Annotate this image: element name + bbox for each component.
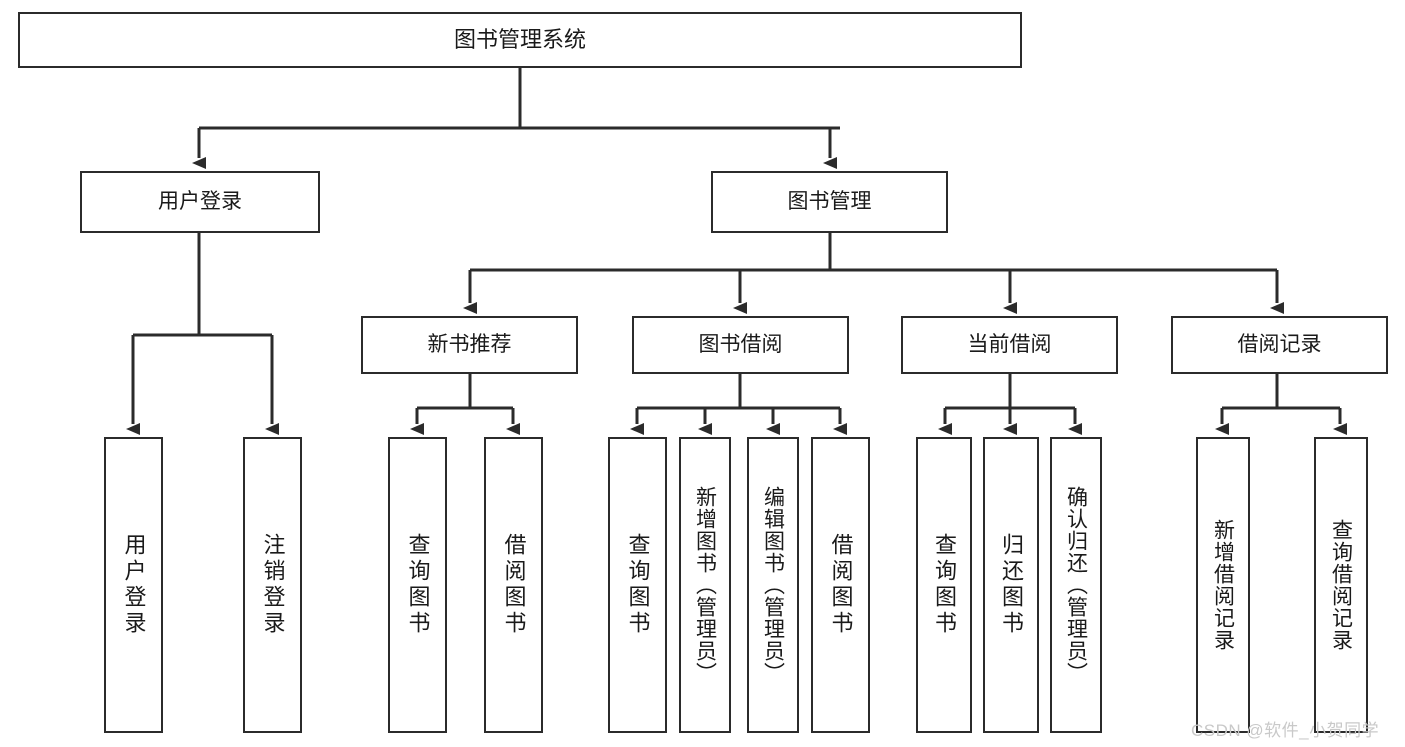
node-label: 用户登录 xyxy=(121,533,147,637)
node-leaf-user-login[interactable]: 用户登录 xyxy=(104,437,163,733)
node-label: 图书管理系统 xyxy=(453,27,586,53)
node-root-system[interactable]: 图书管理系统 xyxy=(18,12,1022,68)
node-label: 编辑图书（管理员） xyxy=(761,486,785,684)
node-leaf-query-book-3[interactable]: 查询图书 xyxy=(916,437,972,733)
node-leaf-borrow-book-1[interactable]: 借阅图书 xyxy=(484,437,543,733)
node-leaf-logout-login[interactable]: 注销登录 xyxy=(243,437,302,733)
node-leaf-edit-book[interactable]: 编辑图书（管理员） xyxy=(747,437,799,733)
node-leaf-borrow-book-2[interactable]: 借阅图书 xyxy=(811,437,870,733)
node-borrow-record[interactable]: 借阅记录 xyxy=(1171,316,1388,374)
node-leaf-add-record[interactable]: 新增借阅记录 xyxy=(1196,437,1250,733)
node-leaf-return-book[interactable]: 归还图书 xyxy=(983,437,1039,733)
node-new-book-recommend[interactable]: 新书推荐 xyxy=(361,316,578,374)
node-label: 查询图书 xyxy=(932,533,957,637)
node-label: 查询借阅记录 xyxy=(1329,519,1353,651)
node-label: 借阅记录 xyxy=(1237,332,1322,356)
node-leaf-query-book-2[interactable]: 查询图书 xyxy=(608,437,667,733)
node-book-management[interactable]: 图书管理 xyxy=(711,171,948,233)
node-leaf-query-record[interactable]: 查询借阅记录 xyxy=(1314,437,1368,733)
node-label: 查询图书 xyxy=(405,533,431,637)
node-label: 图书管理 xyxy=(787,189,872,213)
node-leaf-confirm-return[interactable]: 确认归还（管理员） xyxy=(1050,437,1102,733)
node-leaf-query-book-1[interactable]: 查询图书 xyxy=(388,437,447,733)
node-label: 图书借阅 xyxy=(698,332,783,356)
node-user-login[interactable]: 用户登录 xyxy=(80,171,320,233)
node-label: 注销登录 xyxy=(260,533,286,637)
csdn-watermark: CSDN @软件_小贺同学 xyxy=(1191,721,1380,740)
node-label: 当前借阅 xyxy=(967,332,1052,356)
node-label: 新书推荐 xyxy=(427,332,512,356)
node-label: 借阅图书 xyxy=(501,533,527,637)
node-leaf-add-book[interactable]: 新增图书（管理员） xyxy=(679,437,731,733)
node-label: 确认归还（管理员） xyxy=(1064,486,1088,684)
node-label: 归还图书 xyxy=(999,533,1024,637)
node-label: 查询图书 xyxy=(625,533,651,637)
node-current-borrow[interactable]: 当前借阅 xyxy=(901,316,1118,374)
node-label: 用户登录 xyxy=(158,189,242,213)
node-label: 借阅图书 xyxy=(828,533,854,637)
node-label: 新增借阅记录 xyxy=(1211,519,1235,651)
node-book-borrow[interactable]: 图书借阅 xyxy=(632,316,849,374)
node-label: 新增图书（管理员） xyxy=(693,486,717,684)
